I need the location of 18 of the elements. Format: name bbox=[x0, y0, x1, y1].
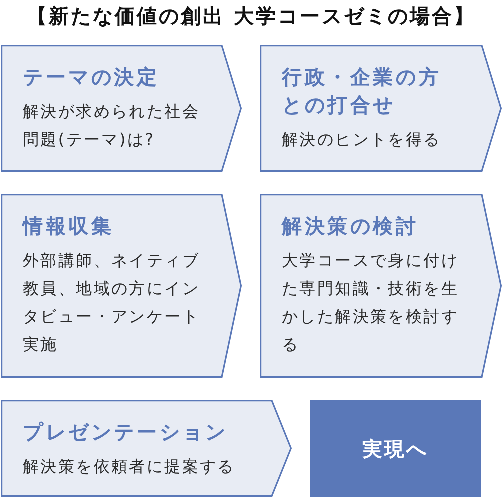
step-description: 解決が求められた社会問題(テーマ)は? bbox=[23, 101, 201, 151]
step-description: 外部講師、ネイティブ教員、地域の方にインタビュー・アンケート実施 bbox=[23, 250, 201, 356]
step-heading: 解決策の検討 bbox=[282, 213, 419, 240]
step-card bbox=[1, 194, 242, 378]
step-description: 大学コースで身に付けた専門知識・技術を生かした解決策を検討する bbox=[282, 250, 460, 356]
title: 【新たな価値の創出 大学コースゼミの場合】 bbox=[27, 3, 476, 29]
step-card bbox=[1, 400, 292, 497]
step-heading: プレゼンテーション bbox=[23, 419, 228, 446]
step-heading: 実現へ bbox=[362, 436, 428, 462]
step-heading: 情報収集 bbox=[23, 213, 114, 240]
step-description: 解決策を依頼者に提案する bbox=[23, 456, 236, 478]
step-heading: 行政・企業の方との打合せ bbox=[282, 64, 443, 119]
step-card bbox=[260, 45, 502, 172]
step-card bbox=[1, 45, 242, 172]
step-description: 解決のヒントを得る bbox=[282, 129, 442, 151]
step-card bbox=[260, 194, 502, 378]
final-step-card bbox=[310, 400, 481, 497]
step-heading: テーマの決定 bbox=[23, 64, 160, 91]
